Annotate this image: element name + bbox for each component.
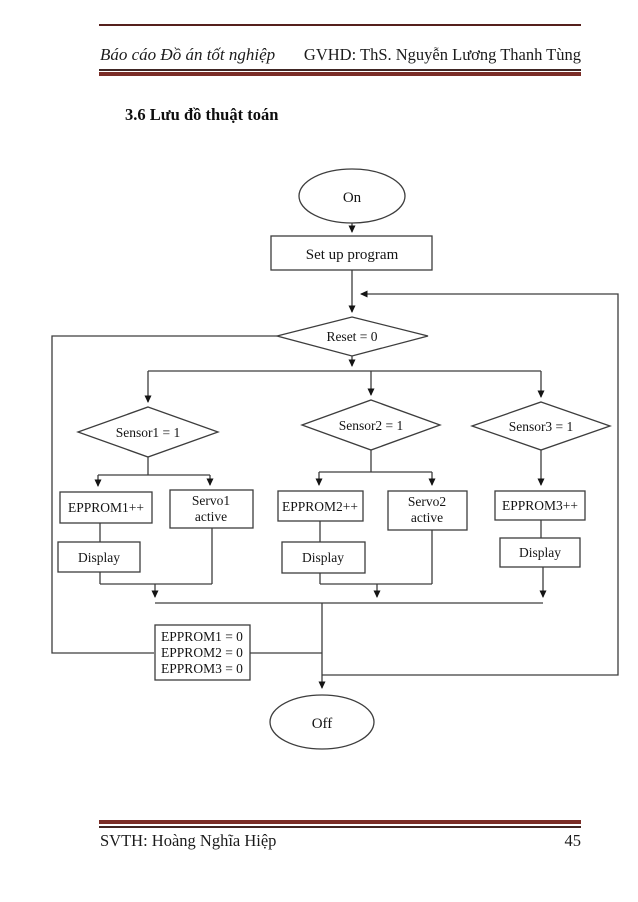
page-footer: SVTH: Hoàng Nghĩa Hiệp 45	[100, 831, 581, 851]
setup-node	[270, 235, 433, 271]
sensor3-decision-label: Sensor3 = 1	[509, 419, 574, 434]
sensor2-decision	[300, 399, 442, 451]
header-rule-thick	[99, 72, 581, 76]
sensor1-decision-label: Sensor1 = 1	[116, 425, 181, 440]
servo1-node-label1: Servo1	[192, 493, 230, 508]
flow-edges	[51, 223, 619, 689]
edge-left-loop	[51, 335, 277, 654]
epprom2-node-label: EPPROM2++	[282, 499, 358, 514]
page-number: 45	[564, 831, 582, 850]
footer-rule-thin	[99, 826, 581, 828]
epprom-reset-label3: EPPROM3 = 0	[161, 661, 243, 676]
servo1-node-label2: active	[195, 509, 227, 524]
epprom3-node-label: EPPROM3++	[502, 498, 578, 513]
display3-node-label: Display	[519, 545, 561, 560]
epprom1-node-label: EPPROM1++	[68, 500, 144, 515]
end-node	[269, 694, 375, 750]
start-node-label: On	[343, 190, 362, 206]
display2-node-label: Display	[302, 550, 344, 565]
header-rule-thin	[99, 69, 581, 71]
header-report-title: Báo cáo Đồ án tốt nghiệp	[100, 45, 276, 64]
servo2-node-label1: Servo2	[408, 494, 446, 509]
start-node	[298, 168, 406, 224]
section-heading: 3.6 Lưu đồ thuật toán	[125, 105, 279, 124]
footer-author: SVTH: Hoàng Nghĩa Hiệp	[100, 831, 277, 850]
end-node-label: Off	[312, 716, 333, 732]
epprom-reset-node	[154, 624, 251, 681]
page-header: Báo cáo Đồ án tốt nghiệp GVHD: ThS. Nguy…	[100, 45, 581, 65]
display1-node-label: Display	[78, 550, 120, 565]
footer-rule-thick	[99, 820, 581, 824]
epprom-reset-label2: EPPROM2 = 0	[161, 645, 243, 660]
display2-node	[281, 541, 366, 574]
epprom2-node	[277, 490, 364, 522]
epprom3-node	[494, 490, 586, 521]
servo2-node-label2: active	[411, 510, 443, 525]
epprom-reset-label1: EPPROM1 = 0	[161, 629, 243, 644]
servo1-node	[169, 489, 254, 529]
header-supervisor: GVHD: ThS. Nguyễn Lương Thanh Tùng	[303, 45, 581, 64]
reset-decision-label: Reset = 0	[326, 329, 377, 344]
epprom1-node	[59, 491, 153, 524]
edge-right-loop	[322, 290, 619, 676]
sensor3-decision	[470, 401, 612, 451]
reset-decision	[274, 316, 429, 357]
sensor2-decision-label: Sensor2 = 1	[339, 418, 404, 433]
setup-node-label: Set up program	[306, 247, 399, 263]
display1-node	[57, 541, 141, 573]
servo2-node	[387, 490, 468, 531]
display3-node	[499, 537, 581, 568]
header-top-rule	[99, 24, 581, 26]
sensor1-decision	[76, 406, 220, 458]
